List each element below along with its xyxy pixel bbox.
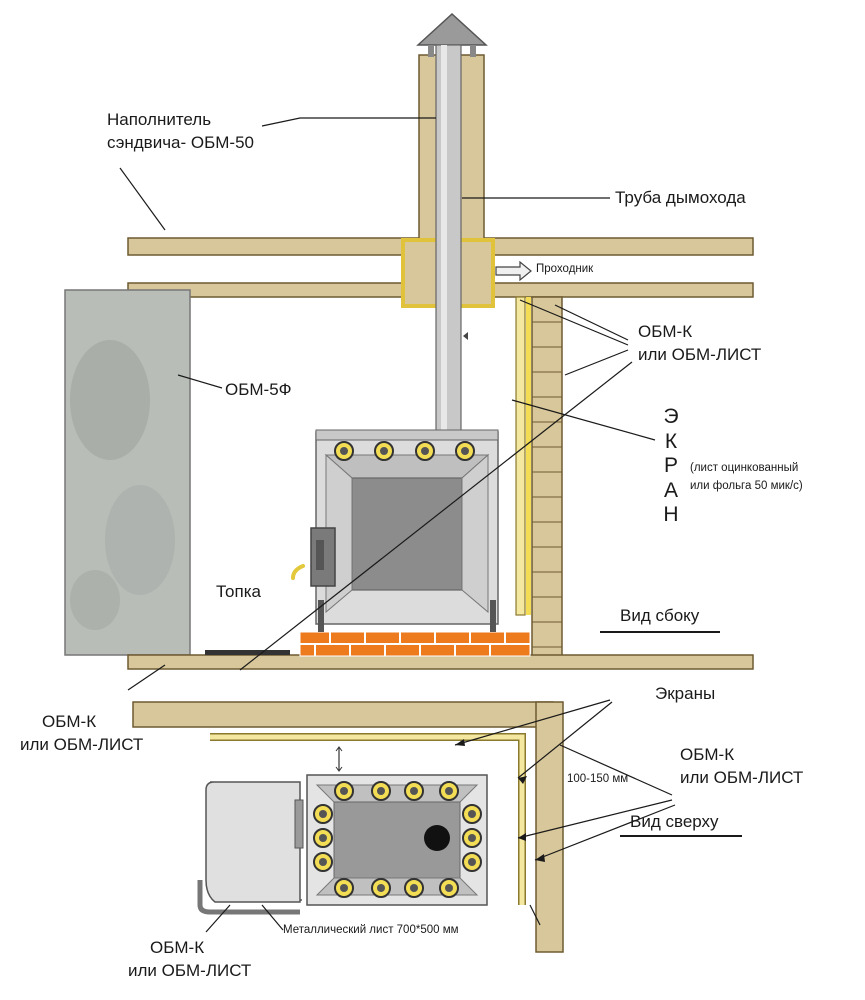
damper — [463, 332, 468, 340]
label-chimney-pipe: Труба дымохода — [615, 188, 746, 207]
metal-sheet-edge — [197, 880, 300, 915]
chimney-pipe — [435, 44, 462, 441]
stove-leg-right — [490, 600, 496, 632]
chimney-pipe-highlight — [441, 45, 447, 440]
label-top-view: Вид сверху — [630, 812, 719, 831]
brick-wall-joints — [532, 321, 562, 648]
stove-door-top-view — [205, 781, 301, 903]
stove-door-top-edge — [294, 799, 304, 849]
screen-side-obm — [526, 297, 531, 615]
stove-firebox-window — [351, 477, 463, 591]
gap-dimension-tick-bottom — [335, 766, 343, 772]
slab-texture-1 — [70, 340, 150, 460]
floor-board-side — [127, 654, 754, 670]
ekran-letter: Э — [663, 405, 679, 428]
label-obm-list-top: или ОБМ-ЛИСТ — [680, 768, 804, 787]
label-obm-k-bottom: ОБМ-К — [150, 938, 205, 957]
stove-top-view-bevel-bottom — [315, 877, 479, 896]
chimney-cap — [416, 12, 488, 46]
label-ekran-vertical: Э К Р А Н — [658, 405, 684, 528]
stove-base-plate — [205, 650, 290, 655]
label-screens: Экраны — [655, 684, 716, 703]
label-passage: Проходник — [536, 263, 594, 275]
wall-top-view-horizontal — [132, 701, 554, 728]
stove-top-view-pipe-holes — [319, 787, 476, 892]
label-obm-k-floor: ОБМ-К — [42, 712, 97, 731]
leader-lines — [119, 117, 676, 933]
label-obm-k-side-1: ОБМ-К — [638, 322, 693, 341]
gap-dimension-tick-top — [335, 746, 343, 752]
label-sandwich-filler-2: сэндвича- ОБМ-50 — [107, 133, 255, 152]
label-metal-sheet: Металлический лист 700*500 мм — [283, 924, 459, 936]
hearth-joints — [300, 632, 530, 656]
wall-top-view-vertical — [535, 701, 564, 953]
chimney-cap-leg-left — [428, 45, 434, 57]
screen-side — [515, 296, 526, 616]
label-obm-list-bottom: или ОБМ-ЛИСТ — [128, 961, 252, 980]
passage-arrow — [495, 260, 532, 282]
ekran-letter: Р — [663, 454, 678, 477]
chimney-hole-top-view — [424, 825, 450, 851]
slab-texture-3 — [70, 570, 120, 630]
screen-top-view-inner — [210, 734, 525, 905]
slab-texture-2 — [105, 485, 175, 595]
chimney-cap-leg-right — [470, 45, 476, 57]
stove-door-handle — [291, 564, 305, 580]
label-obm-list-side-1: или ОБМ-ЛИСТ — [638, 345, 762, 364]
stove-door-hinge — [316, 540, 324, 570]
label-gap: 100-150 мм — [567, 773, 629, 785]
label-sandwich-filler-1: Наполнитель — [107, 110, 212, 129]
stove-leg-left — [318, 600, 324, 632]
ekran-letter: Н — [663, 503, 679, 526]
stove-top-plate — [315, 429, 499, 441]
ekran-letter: А — [663, 478, 678, 502]
label-obm-k-top: ОБМ-К — [680, 745, 735, 764]
stove-side-pipe-holes — [340, 447, 469, 455]
brick-wall-side — [531, 296, 563, 668]
label-firebox: Топка — [216, 582, 261, 601]
stove-inner-side-right — [461, 453, 489, 614]
label-side-view: Вид сбоку — [620, 606, 700, 625]
label-ekran-note-1: (лист оцинкованный — [690, 462, 799, 474]
leader-arrowheads — [455, 739, 545, 862]
label-obm-5f: ОБМ-5Ф — [225, 380, 292, 399]
label-obm-list-floor: или ОБМ-ЛИСТ — [20, 735, 144, 754]
label-ekran-note-2: или фольга 50 мик/с) — [690, 480, 803, 492]
ekran-letter: К — [664, 429, 678, 453]
